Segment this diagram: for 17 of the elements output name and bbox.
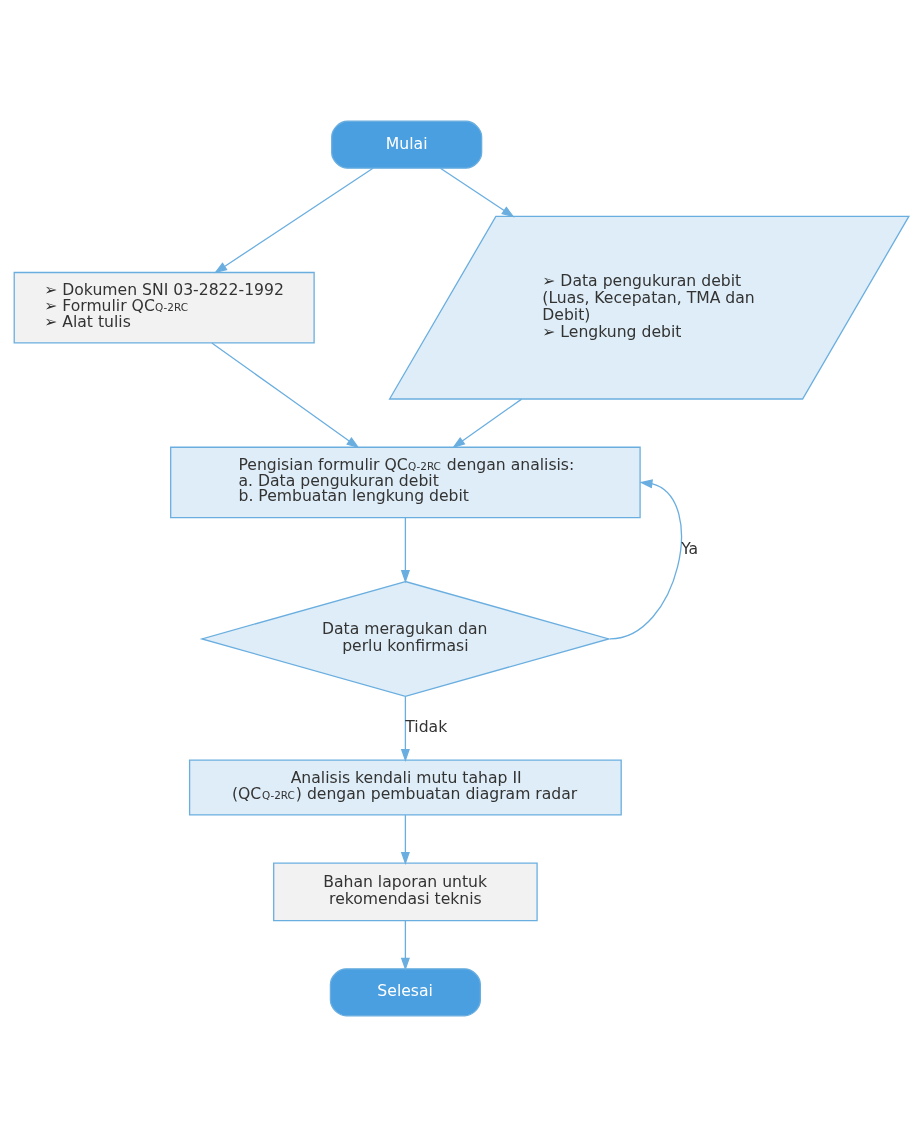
arrow <box>400 517 410 584</box>
node-diamond: Data meragukan dan perlu konfirmasi <box>199 580 611 697</box>
node-box: Bahan laporan untuk rekomendasi teknis <box>272 862 538 922</box>
node-box: Analisis kendali mutu tahap II (QCQ-2RC) dengan pembuatan diagram radar <box>188 759 622 816</box>
arrow <box>608 479 682 640</box>
arrow <box>400 814 410 865</box>
arrow <box>451 398 522 449</box>
node-box: Pengisian formulir QCQ-2RC dengan analisis: a. Data pengukuran debit b. Pembuatan lengkung debit <box>169 446 641 519</box>
arrow <box>210 342 359 449</box>
arrow <box>400 696 410 762</box>
edge-label: Ya <box>680 538 698 558</box>
arrow <box>400 920 410 971</box>
node-box: Selesai <box>329 968 481 1017</box>
arrow <box>213 167 374 274</box>
node-box: Mulai <box>330 120 482 169</box>
arrow <box>439 167 515 218</box>
node-box: ➢ Dokumen SNI 03-2822-1992 ➢ Formulir QCQ-2RC ➢ Alat tulis <box>13 271 315 344</box>
